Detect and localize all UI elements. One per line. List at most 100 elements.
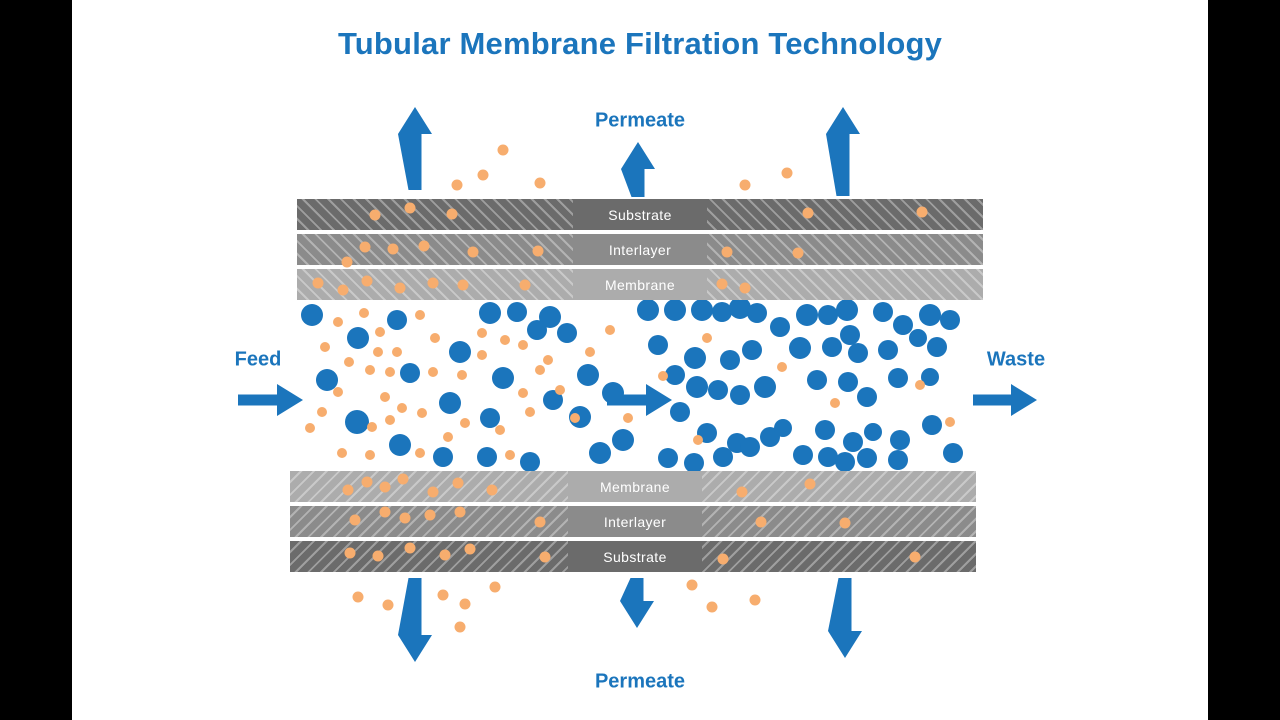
permeate-particle-dot — [372, 550, 384, 562]
permeate-particle-dot — [497, 144, 509, 156]
permeate-particle-dot — [415, 310, 425, 320]
permeate-particle-dot — [452, 477, 464, 489]
layer-label: Interlayer — [603, 513, 667, 530]
permeate-particle-dot — [312, 277, 324, 289]
layer-label-band: Membrane — [568, 471, 702, 502]
permeate-bottom-label: Permeate — [594, 670, 686, 693]
migrating-particles — [312, 144, 928, 633]
retained-particle-dot — [893, 315, 913, 335]
permeate-particle-dot — [385, 367, 395, 377]
channel-mid-arrow — [607, 384, 672, 416]
waste-arrow — [973, 384, 1037, 416]
permeate-particle-dot — [717, 553, 729, 565]
retained-particle-dot — [479, 302, 501, 324]
permeate-particle-dot — [460, 418, 470, 428]
permeate-particle-dot — [519, 279, 531, 291]
permeate-particle-dot — [367, 422, 377, 432]
retained-particle-dot — [818, 447, 838, 467]
retained-particle-dot — [815, 420, 835, 440]
permeate-particle-dot — [397, 403, 407, 413]
permeate-particle-dot — [585, 347, 595, 357]
permeate-particle-dot — [385, 415, 395, 425]
retained-particle-dot — [843, 432, 863, 452]
waste-label: Waste — [986, 348, 1046, 371]
retained-particle-dot — [943, 443, 963, 463]
permeate-particle-dot — [417, 408, 427, 418]
permeate-particle-dot — [739, 179, 751, 191]
permeate-particle-dot — [333, 387, 343, 397]
permeate-particle-dot — [915, 380, 925, 390]
retained-particle-dot — [857, 387, 877, 407]
permeate-particle-dot — [359, 308, 369, 318]
retained-particle-dot — [878, 340, 898, 360]
retained-particle-dot — [345, 410, 369, 434]
permeate-particle-dot — [518, 340, 528, 350]
permeate-particle-dot — [320, 342, 330, 352]
permeate-particle-dot — [459, 598, 471, 610]
permeate-top-mid-arrow — [621, 142, 655, 197]
permeate-particle-dot — [344, 357, 354, 367]
retained-particle-dot — [712, 302, 732, 322]
permeate-particle-dot — [693, 435, 703, 445]
retained-particle-dot — [848, 343, 868, 363]
retained-particle-dot — [648, 335, 668, 355]
retained-particle-dot — [684, 347, 706, 369]
permeate-particle-dot — [802, 207, 814, 219]
permeate-particle-dot — [424, 509, 436, 521]
permeate-particle-dot — [543, 355, 553, 365]
retained-particle-dot — [840, 325, 860, 345]
layer-membrane-top: Membrane — [297, 269, 983, 300]
permeate-particle-dot — [443, 432, 453, 442]
permeate-particle-dot — [342, 484, 354, 496]
permeate-top-right-arrow — [826, 107, 860, 196]
permeate-particle-dot — [839, 517, 851, 529]
retained-particle-dot — [400, 363, 420, 383]
permeate-particle-dot — [337, 448, 347, 458]
retained-particle-dot — [637, 300, 659, 321]
retained-particle-dot — [789, 337, 811, 359]
permeate-particle-dot — [505, 450, 515, 460]
retained-particle-dot — [577, 364, 599, 386]
retained-particle-dot — [557, 323, 577, 343]
permeate-particle-dot — [736, 486, 748, 498]
retained-particle-dot — [347, 327, 369, 349]
retained-particle-dot — [909, 329, 927, 347]
permeate-particle-dot — [437, 589, 449, 601]
permeate-particle-dot — [333, 317, 343, 327]
permeate-particle-dot — [305, 423, 315, 433]
permeate-particle-dot — [349, 514, 361, 526]
permeate-particle-dot — [404, 542, 416, 554]
retained-particle-dot — [836, 300, 858, 321]
permeate-particle-dot — [427, 277, 439, 289]
retained-particle-dot — [664, 300, 686, 321]
permeate-particle-dot — [394, 282, 406, 294]
permeate-particle-dot — [916, 206, 928, 218]
permeate-particle-dot — [467, 246, 479, 258]
permeate-particle-dot — [702, 333, 712, 343]
retained-particle-dot — [940, 310, 960, 330]
permeate-particle-dot — [464, 543, 476, 555]
permeate-bottom-mid-arrow — [620, 578, 654, 628]
permeate-particle-dot — [379, 506, 391, 518]
permeate-particle-dot — [428, 367, 438, 377]
retained-particle-dot — [927, 337, 947, 357]
layer-label-band: Substrate — [573, 199, 707, 230]
retained-particle-dot — [389, 434, 411, 456]
permeate-particle-dot — [739, 282, 751, 294]
layer-substrate-bottom: Substrate — [290, 541, 976, 572]
retained-particle-dot — [507, 302, 527, 322]
permeate-particle-dot — [477, 350, 487, 360]
layer-interlayer-bottom: Interlayer — [290, 506, 976, 537]
layer-label-band: Interlayer — [568, 506, 702, 537]
permeate-particle-dot — [605, 325, 615, 335]
permeate-particle-dot — [451, 179, 463, 191]
retained-particle-dot — [873, 302, 893, 322]
permeate-particle-dot — [375, 327, 385, 337]
permeate-particle-dot — [749, 594, 761, 606]
permeate-particle-dot — [532, 245, 544, 257]
retained-particle-dot — [822, 337, 842, 357]
permeate-particle-dot — [570, 413, 580, 423]
retained-particle-dot — [742, 340, 762, 360]
